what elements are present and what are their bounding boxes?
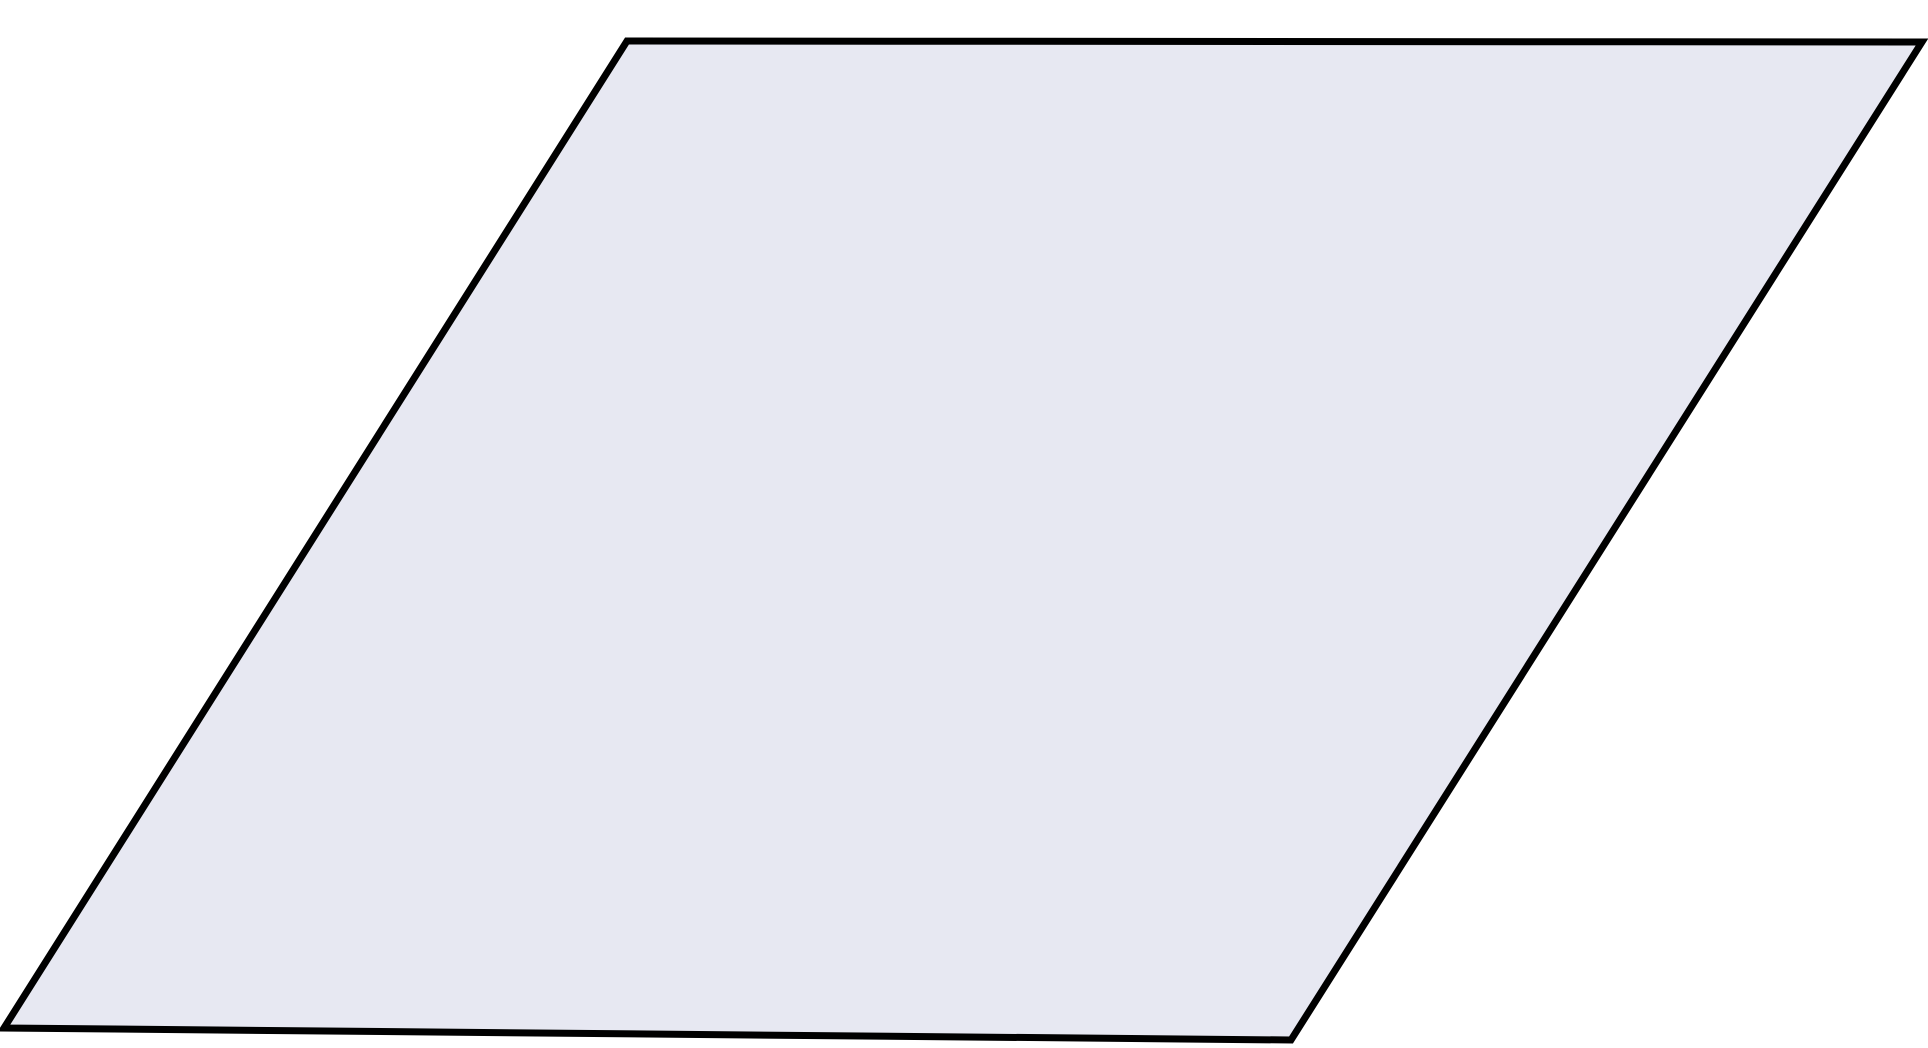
parallelogram-shape — [0, 37, 1928, 1044]
